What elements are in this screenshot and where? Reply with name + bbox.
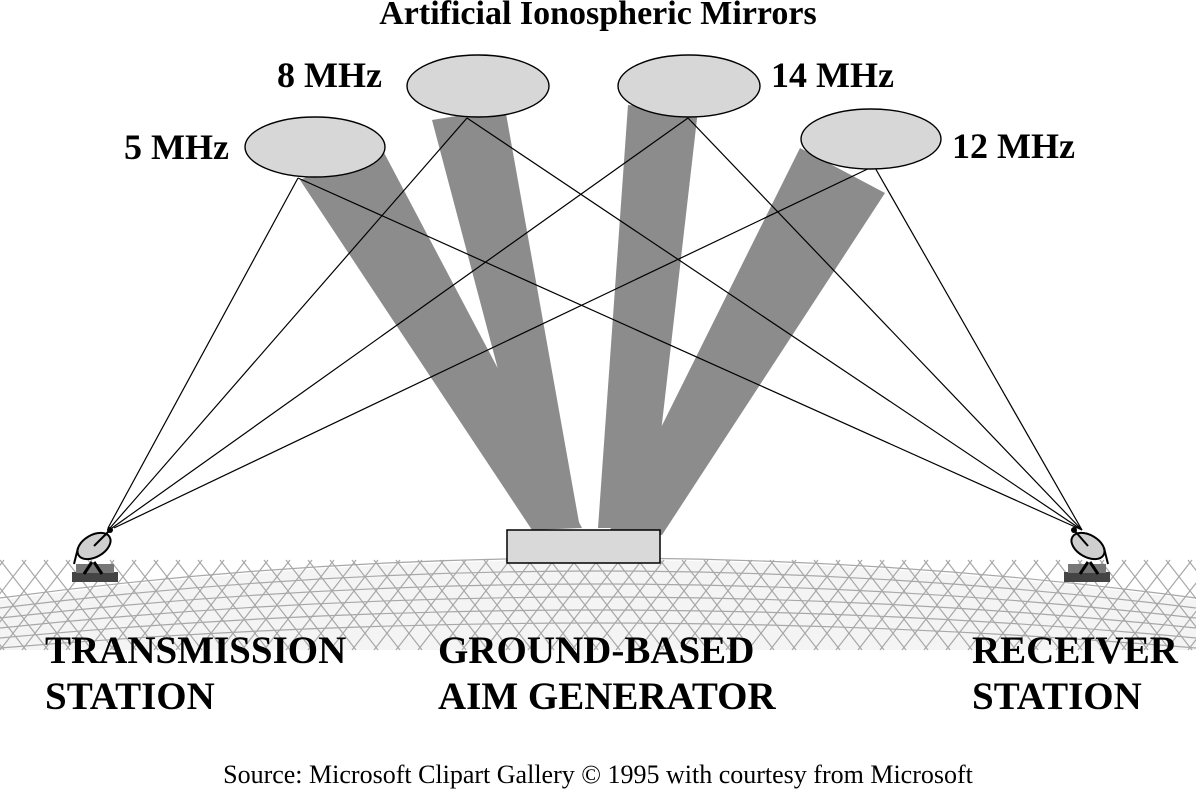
ground-lattice-line <box>747 559 819 651</box>
ground-lattice-line <box>637 559 709 651</box>
ground-lattice-line <box>395 559 467 651</box>
ground-lattice-line <box>1055 559 1127 651</box>
ray-tx-12mhz <box>113 165 875 529</box>
ground-surface <box>0 557 1196 651</box>
ground-lattice-line <box>681 559 753 651</box>
ground-lattice-line <box>1165 610 1196 651</box>
ground-lattice-line <box>131 559 203 651</box>
mirror-12mhz <box>800 108 942 170</box>
label-8mhz: 8 MHz <box>277 55 382 95</box>
ground-lattice-line <box>725 559 797 651</box>
ground-lattice-line <box>1077 559 1149 651</box>
ground-lattice-line <box>791 559 863 651</box>
transmission-station-label: TRANSMISSION STATION <box>45 628 346 720</box>
ground-lattice-line <box>329 559 401 651</box>
ground-lattice-line <box>0 615 27 651</box>
ground-lattice-line <box>175 559 247 651</box>
ground-lattice-line <box>769 559 841 651</box>
ground-lattice-line <box>835 559 907 651</box>
receiver-line-2: STATION <box>972 675 1142 718</box>
ground-lattice-line <box>153 559 225 651</box>
ray-14mhz-rx <box>687 117 1083 531</box>
ground-lattice-line <box>461 559 533 651</box>
ground-lattice-line <box>1165 559 1196 600</box>
ground-lattice-line <box>615 559 687 651</box>
ground-lattice-line <box>219 559 291 651</box>
ray-12mhz-rx <box>873 165 1083 531</box>
ground-lattice-line <box>593 559 665 651</box>
ground-lattice-line <box>0 559 49 623</box>
generator-line-1: GROUND-BASED <box>438 629 755 672</box>
ground-lattice-line <box>87 559 159 651</box>
generator-line-2: AIM GENERATOR <box>438 675 776 718</box>
ground-lattice-line <box>505 559 577 651</box>
transmission-line-2: STATION <box>45 675 215 718</box>
label-5mhz: 5 MHz <box>124 127 229 167</box>
transmission-dish-icon <box>72 527 118 582</box>
ground-lattice-line <box>351 559 423 651</box>
ground-lattice-line <box>483 559 555 651</box>
ray-5mhz-rx <box>297 177 1083 531</box>
ground-arc <box>0 609 1196 639</box>
beam-to-14mhz <box>598 105 698 528</box>
signal-rays <box>107 117 1083 531</box>
ground-lattice-line <box>417 559 489 651</box>
ground-lattice-line <box>65 559 137 651</box>
ground-lattice-line <box>549 559 621 651</box>
ground-lattice-line <box>1121 559 1193 651</box>
label-12mhz: 12 MHz <box>952 126 1075 166</box>
ground-lattice-line <box>901 559 973 651</box>
beam-to-8mhz <box>432 108 580 528</box>
ground-lattice-line <box>571 559 643 651</box>
ground-lattice-line <box>813 559 885 651</box>
aim-generator-box <box>506 529 661 564</box>
ground-lattice-line <box>439 559 511 651</box>
ground-lattice-line <box>241 559 313 651</box>
ground-lattice-line <box>1099 559 1171 651</box>
ground-arc <box>0 622 1196 649</box>
ground-lattice-line <box>263 559 335 651</box>
ground-lattice-line <box>857 559 929 651</box>
receiver-station-label: RECEIVER STATION <box>972 628 1178 720</box>
ray-tx-8mhz <box>109 117 468 529</box>
generator-label: GROUND-BASED AIM GENERATOR <box>438 628 776 720</box>
ground-lattice-line <box>527 559 599 651</box>
ground-lattice-line <box>307 559 379 651</box>
diagram-title: Artificial Ionospheric Mirrors <box>379 0 817 32</box>
mirror-5mhz <box>244 116 386 178</box>
mirror-8mhz <box>406 54 550 118</box>
heater-beams <box>300 105 885 535</box>
ground-lattice-line <box>1143 582 1196 651</box>
ground-lattice-line <box>373 559 445 651</box>
ionospheric-mirrors <box>244 54 942 178</box>
ground-lattice-line <box>945 559 1017 651</box>
ground-lattice-line <box>197 559 269 651</box>
ground-lattice-line <box>923 559 995 651</box>
ray-8mhz-rx <box>466 117 1083 531</box>
beam-to-12mhz <box>610 148 885 535</box>
transmission-line-1: TRANSMISSION <box>45 629 347 672</box>
ground-lattice-line <box>0 559 27 595</box>
ground-lattice-line <box>285 559 357 651</box>
ground-lattice-line <box>967 559 1039 651</box>
ray-tx-14mhz <box>111 117 689 529</box>
mirror-14mhz <box>617 54 761 118</box>
ray-tx-5mhz <box>107 177 299 529</box>
ground-lattice-line <box>703 559 775 651</box>
receiver-line-1: RECEIVER <box>972 629 1178 672</box>
source-caption: Source: Microsoft Clipart Gallery © 1995… <box>223 760 973 789</box>
ground-lattice-line <box>879 559 951 651</box>
ground-lattice-line <box>0 559 71 651</box>
label-14mhz: 14 MHz <box>771 55 894 95</box>
ground-arc <box>0 583 1196 619</box>
ground-lattice-line <box>659 559 731 651</box>
ground-lattice-line <box>109 559 181 651</box>
diagram-canvas <box>0 54 1196 651</box>
beam-to-5mhz <box>300 145 582 530</box>
ground-lattice-line <box>989 559 1061 651</box>
receiver-dish-icon <box>1064 527 1110 582</box>
